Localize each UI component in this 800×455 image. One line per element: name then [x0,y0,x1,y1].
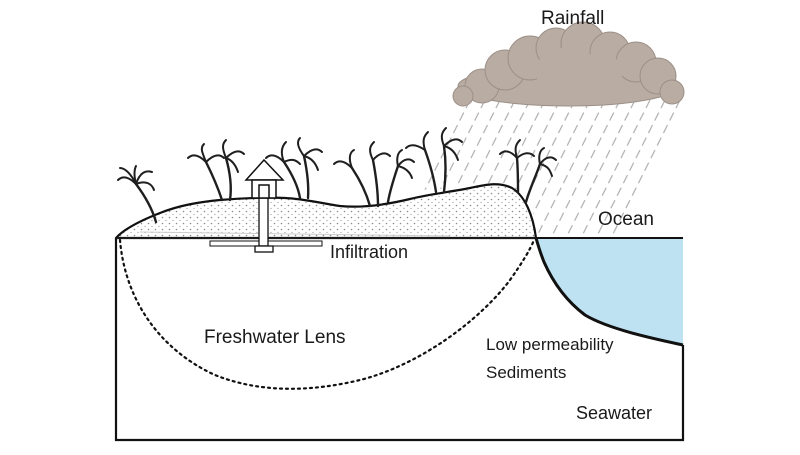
ground-block-outline [114,238,685,442]
label-seawater: Seawater [576,403,653,423]
label-infiltration: Infiltration [330,242,409,262]
label-freshwater-lens: Freshwater Lens [204,327,346,348]
label-low-permeability: Low permeability [486,335,614,354]
label-sediments: Sediments [486,363,567,382]
label-rainfall: Rainfall [541,8,605,29]
water-table-line-2 [139,231,451,237]
label-ocean: Ocean [598,209,654,230]
freshwater-lens-boundary [118,238,536,390]
palm-fronds [117,127,557,191]
rain-cloud-icon [452,21,685,107]
palm-trees [117,127,557,224]
shore-sediment-slope [534,237,684,347]
ocean-water [536,238,683,345]
house-icon [244,158,285,199]
palm-trunks [134,144,542,224]
island-sand [114,183,538,240]
